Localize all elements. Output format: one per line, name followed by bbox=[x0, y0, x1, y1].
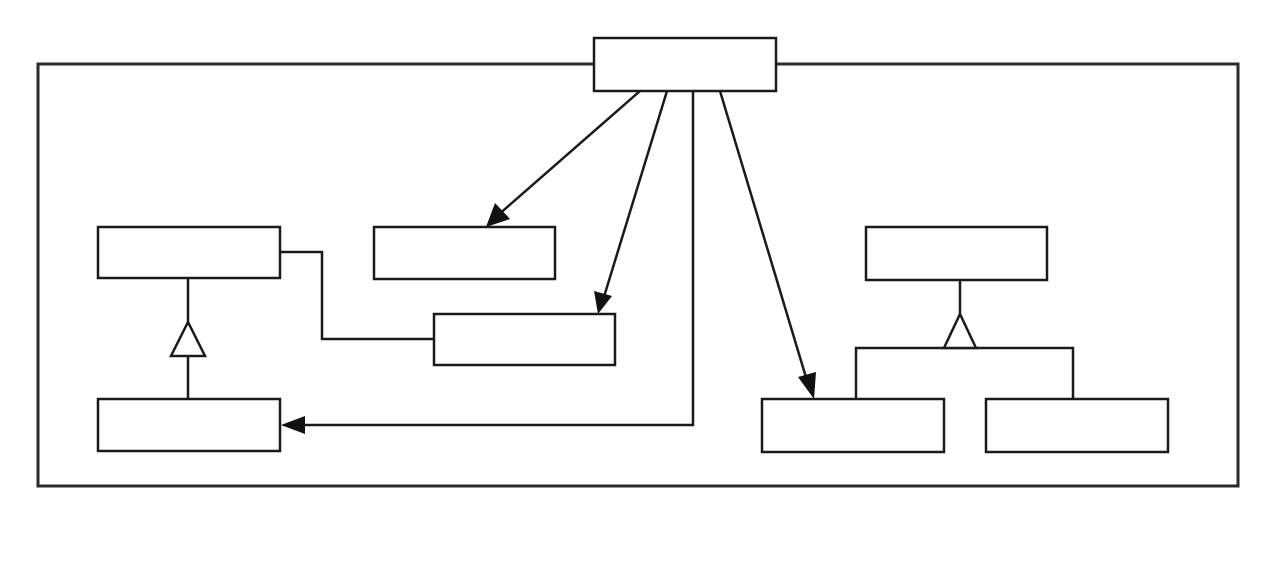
mid-upper-class-box[interactable] bbox=[372, 225, 557, 281]
mid-lower-class-box[interactable] bbox=[432, 312, 617, 367]
right-subclass-a-box[interactable] bbox=[760, 397, 946, 454]
arrowhead-left-sub bbox=[281, 416, 305, 434]
facade-class-box[interactable] bbox=[592, 36, 778, 93]
left-subclass-box[interactable] bbox=[96, 397, 282, 453]
left-superclass-box[interactable] bbox=[96, 225, 282, 280]
association-line-right-sub-a bbox=[718, 90, 810, 385]
arrowhead-mid-upper bbox=[486, 203, 510, 227]
association-line-left-super-mid-lower bbox=[280, 250, 434, 341]
association-line-left-sub bbox=[300, 91, 695, 427]
arrowhead-right-sub-a bbox=[798, 372, 816, 399]
association-line-mid-lower bbox=[601, 90, 669, 301]
association-line-mid-upper bbox=[496, 90, 641, 217]
generalization-branch-right bbox=[854, 346, 1075, 399]
right-superclass-box[interactable] bbox=[864, 225, 1049, 282]
arrowhead-mid-lower bbox=[594, 291, 612, 314]
right-subclass-b-box[interactable] bbox=[984, 397, 1170, 454]
generalization-triangle-left bbox=[168, 319, 208, 358]
generalization-triangle-right bbox=[942, 311, 978, 350]
